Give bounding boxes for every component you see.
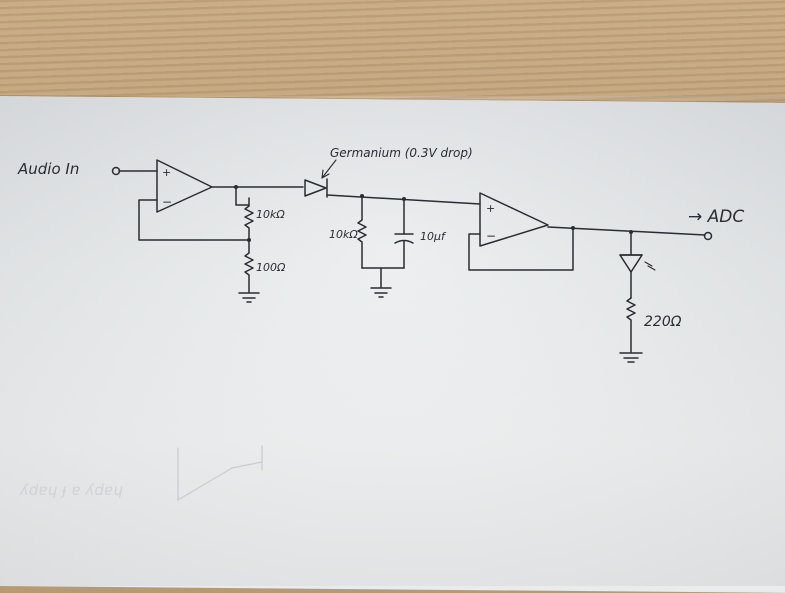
op-amp-1-body: [156, 159, 213, 213]
germanium-label: Germanium (0.3V drop): [330, 146, 473, 160]
feedback-resistor-label: 10kΩ: [256, 208, 285, 221]
ghost-opamp: [177, 447, 233, 502]
led-triangle: [619, 254, 643, 273]
bleed-resistor-label: 10kΩ: [329, 228, 358, 241]
led: [619, 254, 656, 273]
feedback-resistor-10k: [244, 197, 254, 241]
led-resistor-label: 220Ω: [644, 314, 682, 330]
junction-op2-out: [571, 226, 575, 230]
germanium-arrow-head: [321, 169, 330, 179]
adc-label: → ADC: [688, 207, 744, 227]
ground-1: [238, 292, 260, 303]
op-amp-2-plus: +: [486, 202, 495, 215]
gain-resistor-100: [244, 239, 254, 293]
capacitor-10uf: [394, 198, 414, 269]
led-resistor-220: [626, 297, 636, 353]
led-rays: [644, 261, 656, 271]
op-amp-1: + −: [156, 159, 213, 213]
op-amp-2: + −: [479, 192, 549, 247]
gain-resistor-label: 100Ω: [256, 261, 286, 274]
diode-triangle: [304, 179, 327, 197]
germanium-diode: [304, 178, 328, 198]
wire-op1-feedback: [138, 199, 250, 241]
capacitor-label: 10μf: [420, 230, 447, 243]
op-amp-2-minus: −: [486, 229, 496, 243]
op-amp-1-plus: +: [162, 166, 171, 179]
wire-op2-feedback: [468, 227, 574, 271]
ghost-wire: [231, 461, 263, 469]
ground-2: [370, 287, 392, 298]
op-amp-1-minus: −: [162, 195, 172, 209]
ghost-text: ʎdɐɥ ɟ ɐ ʎdɐɥ: [19, 481, 123, 499]
bleed-through-sketch: ʎdɐɥ ɟ ɐ ʎdɐɥ: [19, 445, 263, 502]
op-amp-2-body: [479, 192, 549, 247]
audio-in-label: Audio In: [17, 160, 79, 178]
ground-3: [619, 352, 643, 363]
adc-terminal: [703, 231, 713, 241]
wire-to-feedback-resistor: [235, 186, 250, 206]
germanium-arrow: [321, 159, 337, 179]
bleed-resistor-10k: [357, 195, 367, 269]
